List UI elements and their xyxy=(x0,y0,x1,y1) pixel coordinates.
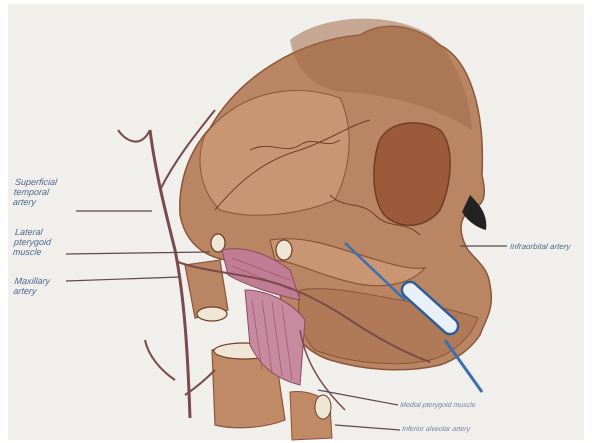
orbit xyxy=(374,123,450,225)
mandible-angle-cut xyxy=(315,395,331,419)
label-line: Lateral xyxy=(15,227,53,237)
label-line: pterygoid xyxy=(13,237,51,247)
label-line: artery xyxy=(12,197,55,207)
label-line: Maxillary xyxy=(14,276,51,286)
label-medial-pterygoid: Medial pterygoid muscle xyxy=(400,402,476,410)
temporal-branch xyxy=(118,130,150,142)
label-inferior-alveolar: Inferior alveolar artery xyxy=(402,426,471,434)
condyle-cut xyxy=(211,234,225,252)
label-maxillary-artery: Maxillary artery xyxy=(13,276,51,296)
label-infraorbital-artery: Infraorbital artery xyxy=(509,242,571,252)
label-line: artery xyxy=(13,286,50,296)
label-line: temporal xyxy=(13,187,56,197)
ramus-cut xyxy=(197,307,227,321)
label-line: muscle xyxy=(12,247,50,257)
facial-branch xyxy=(145,340,175,380)
label-line: Superficial xyxy=(15,177,58,187)
coronoid-cut xyxy=(276,240,292,260)
label-lateral-pterygoid: Lateral pterygoid muscle xyxy=(12,227,52,257)
label-superficial-temporal-artery: Superficial temporal artery xyxy=(12,177,57,207)
